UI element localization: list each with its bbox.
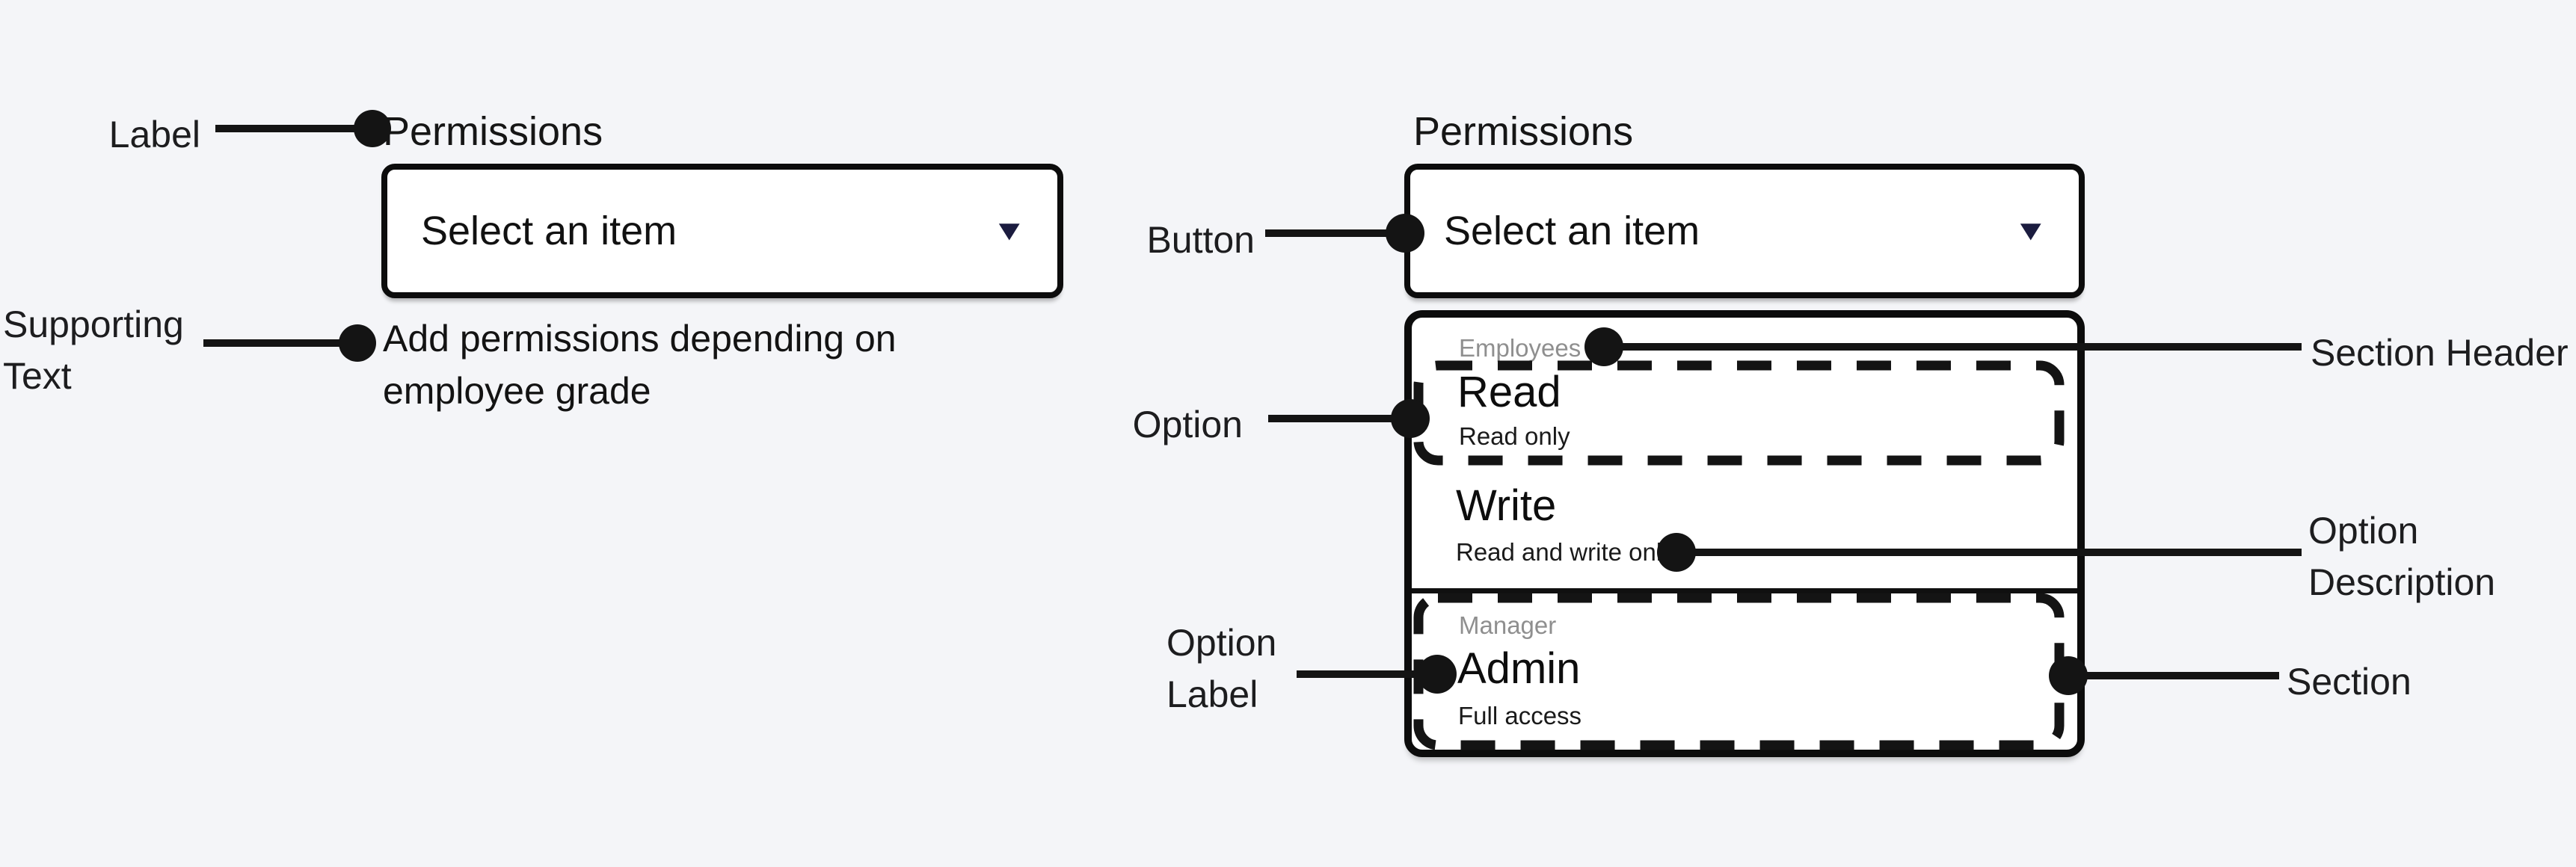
annotation-option: Option [1132, 404, 1243, 445]
field-label: Permissions [1413, 109, 1634, 154]
option-label-text: Read [1457, 368, 1561, 416]
menu-option-write[interactable]: Write Read and write only [1413, 472, 2076, 577]
chevron-down-icon: ▼ [2013, 215, 2049, 247]
annotation-section-header: Section Header [2311, 332, 2569, 374]
annotation-supporting-text: Supporting Text [3, 303, 184, 397]
annotation-section: Section [2287, 661, 2411, 703]
option-label-text: Write [1456, 481, 1557, 530]
annotation-label: Label [108, 114, 200, 155]
annotation-option-description: Option Description [2308, 510, 2496, 603]
chevron-down-icon: ▼ [992, 215, 1027, 247]
menu-option-read[interactable]: Read Read only [1413, 365, 2076, 460]
option-description-text: Full access [1458, 702, 1582, 729]
select-button[interactable]: Select an item ▼ [1404, 164, 2085, 298]
select-button[interactable]: Select an item ▼ [381, 164, 1063, 298]
select-button-value: Select an item [1444, 209, 1700, 253]
supporting-text-callout-dot [339, 324, 376, 362]
select-button-value: Select an item [421, 209, 677, 253]
section-header-employees: Employees [1459, 334, 1581, 362]
option-description-text: Read and write only [1456, 538, 1674, 566]
menu-option-admin[interactable]: Admin Full access [1413, 598, 2076, 744]
field-label: Permissions [383, 109, 603, 154]
annotation-button: Button [1146, 219, 1255, 261]
supporting-text: Add permissions depending on employee gr… [383, 318, 897, 412]
option-label-text: Admin [1457, 644, 1581, 693]
option-description-text: Read only [1459, 422, 1570, 450]
annotation-option-label: Option Label [1166, 622, 1277, 715]
section-divider [1412, 588, 2077, 593]
